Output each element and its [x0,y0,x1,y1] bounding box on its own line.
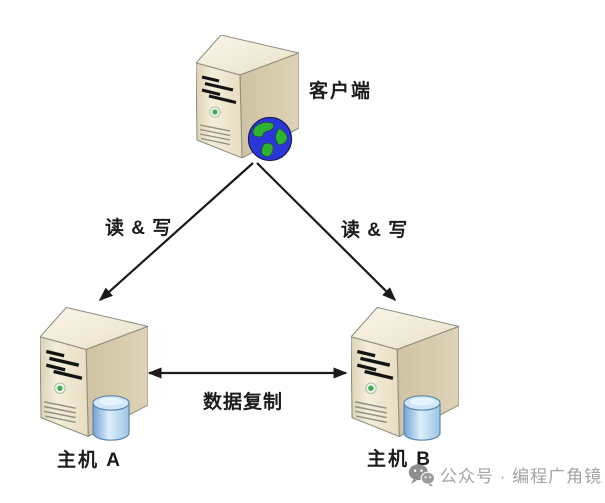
globe-icon [247,116,293,162]
host-b-database-cylinder-icon [403,394,441,442]
host-a-database-cylinder-icon [92,394,130,442]
client-label: 客户端 [309,81,373,102]
edge-label-data-replication: 数据复制 [203,392,284,413]
host-a-label: 主机 A [57,450,123,471]
watermark-text: 公众号 · 编程广角镜 [440,467,603,486]
wechat-icon [408,463,435,487]
edge-label-read-write-right: 读 & 写 [341,220,409,241]
arrow-client-to-host-a [98,162,254,302]
watermark: 公众号 · 编程广角镜 [408,462,602,487]
edge-label-read-write-left: 读 & 写 [105,218,173,239]
arrow-client-to-host-b [256,162,397,302]
